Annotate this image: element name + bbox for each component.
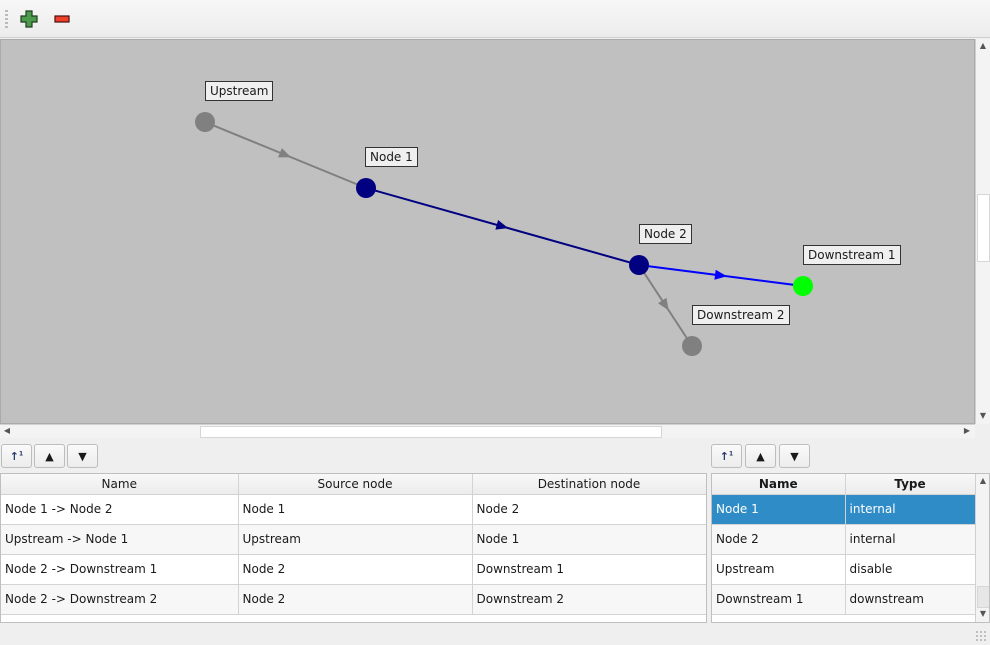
table-cell[interactable]: Upstream bbox=[238, 524, 473, 555]
edge-arrow-icon bbox=[278, 148, 292, 158]
scrollbar-thumb[interactable] bbox=[977, 194, 990, 262]
table-cell[interactable]: Downstream 1 bbox=[712, 584, 846, 615]
node-node1[interactable] bbox=[356, 178, 376, 198]
edge-arrow-icon bbox=[658, 297, 669, 311]
edge-arrow-icon bbox=[714, 269, 727, 280]
node-label[interactable]: Upstream bbox=[205, 81, 274, 101]
table-cell[interactable]: Node 1 bbox=[712, 494, 846, 525]
table-cell[interactable]: Node 2 -> Downstream 2 bbox=[1, 584, 239, 615]
triangle-up-icon: ▲ bbox=[45, 449, 54, 463]
table-cell[interactable]: Node 2 bbox=[238, 554, 473, 585]
nodes-sort-button[interactable]: ↑1 bbox=[711, 444, 742, 468]
table-cell[interactable]: internal bbox=[845, 524, 976, 555]
scrollbar-thumb[interactable] bbox=[200, 426, 662, 438]
canvas-horizontal-scrollbar[interactable]: ◀ ▶ bbox=[0, 424, 975, 438]
table-cell[interactable]: Upstream bbox=[712, 554, 846, 585]
node-label[interactable]: Node 1 bbox=[365, 147, 418, 167]
edges-move-up-button[interactable]: ▲ bbox=[34, 444, 65, 468]
edges-table: Name Source node Destination node Node 1… bbox=[0, 473, 707, 623]
resize-grip[interactable] bbox=[975, 630, 987, 642]
edges-move-down-button[interactable]: ▼ bbox=[67, 444, 98, 468]
nodes-table-scrollbar[interactable]: ▲ ▼ bbox=[975, 474, 989, 622]
node-down1[interactable] bbox=[793, 276, 813, 296]
node-label[interactable]: Node 2 bbox=[639, 224, 692, 244]
node-node2[interactable] bbox=[629, 255, 649, 275]
graph-view[interactable] bbox=[1, 40, 976, 425]
table-cell[interactable]: Node 2 -> Downstream 1 bbox=[1, 554, 239, 585]
toolbar-grip[interactable] bbox=[5, 10, 8, 28]
column-header-name[interactable]: Name bbox=[712, 474, 846, 495]
sort-ascending-icon: ↑1 bbox=[719, 449, 734, 463]
sort-ascending-icon: ↑1 bbox=[9, 449, 24, 463]
table-cell[interactable]: Downstream 2 bbox=[472, 584, 706, 615]
node-label[interactable]: Downstream 2 bbox=[692, 305, 790, 325]
table-cell[interactable]: Node 2 bbox=[238, 584, 473, 615]
table-cell[interactable]: downstream bbox=[845, 584, 976, 615]
column-header-name[interactable]: Name bbox=[1, 474, 239, 495]
canvas-vertical-scrollbar[interactable]: ▲ ▼ bbox=[975, 39, 990, 424]
node-down2[interactable] bbox=[682, 336, 702, 356]
triangle-down-icon: ▼ bbox=[78, 449, 87, 463]
nodes-move-up-button[interactable]: ▲ bbox=[745, 444, 776, 468]
table-cell[interactable]: Downstream 1 bbox=[472, 554, 706, 585]
edges-sort-button[interactable]: ↑1 bbox=[1, 444, 32, 468]
table-cell[interactable]: Upstream -> Node 1 bbox=[1, 524, 239, 555]
table-cell[interactable]: Node 1 bbox=[238, 494, 473, 525]
edge-arrow-icon bbox=[495, 220, 509, 230]
table-cell[interactable]: Node 2 bbox=[712, 524, 846, 555]
column-header-destination-node[interactable]: Destination node bbox=[472, 474, 706, 495]
column-header-source-node[interactable]: Source node bbox=[238, 474, 473, 495]
table-cell[interactable]: Node 1 bbox=[472, 524, 706, 555]
table-cell[interactable]: disable bbox=[845, 554, 976, 585]
scrollbar-thumb[interactable] bbox=[977, 586, 989, 608]
node-label[interactable]: Downstream 1 bbox=[803, 245, 901, 265]
nodes-move-down-button[interactable]: ▼ bbox=[779, 444, 810, 468]
column-header-type[interactable]: Type bbox=[845, 474, 976, 495]
table-cell[interactable]: Node 1 -> Node 2 bbox=[1, 494, 239, 525]
node-upstream[interactable] bbox=[195, 112, 215, 132]
remove-node-button[interactable] bbox=[51, 8, 73, 30]
table-cell[interactable]: internal bbox=[845, 494, 976, 525]
table-cell[interactable]: Node 2 bbox=[472, 494, 706, 525]
triangle-down-icon: ▼ bbox=[790, 449, 799, 463]
add-node-button[interactable] bbox=[18, 8, 40, 30]
red-minus-icon bbox=[54, 15, 70, 23]
green-plus-icon bbox=[20, 10, 38, 28]
toolbar bbox=[0, 0, 990, 38]
triangle-up-icon: ▲ bbox=[756, 449, 765, 463]
